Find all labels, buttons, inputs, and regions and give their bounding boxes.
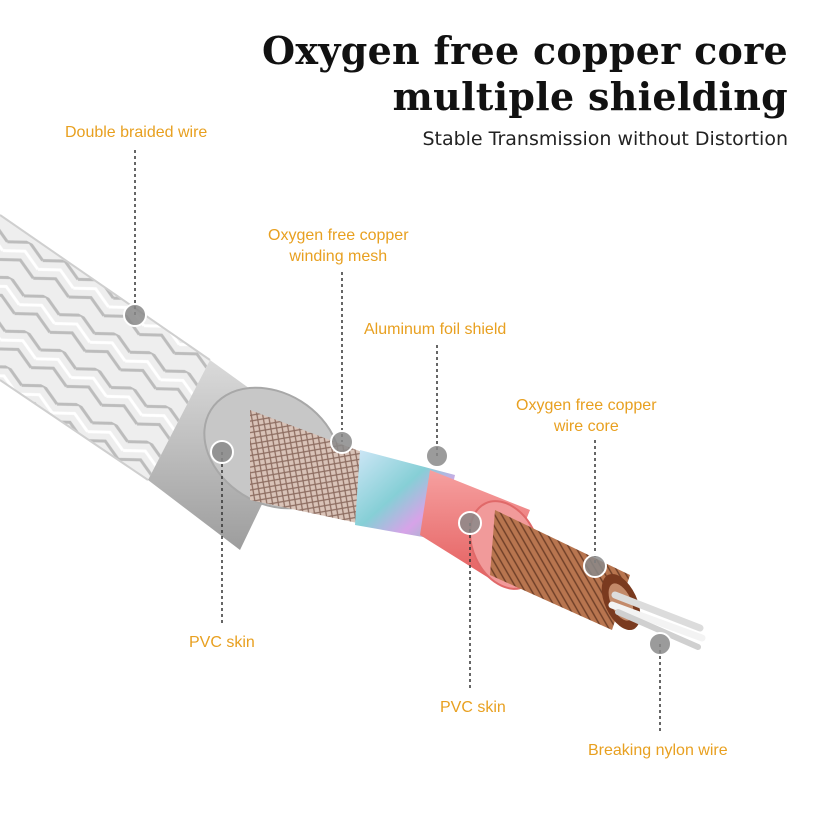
marker-dot-pvc-outer	[210, 440, 234, 464]
label-aluminum-foil-shield: Aluminum foil shield	[364, 319, 506, 340]
label-copper-winding-mesh-line-1: Oxygen free copper	[268, 227, 409, 244]
marker-dot-pvc-inner	[458, 511, 482, 535]
label-copper-wire-core-line-1: Oxygen free copper	[516, 397, 657, 414]
marker-dot-braided	[123, 303, 147, 327]
headline: Oxygen free copper core multiple shieldi…	[262, 28, 788, 120]
label-aluminum-foil-shield-text: Aluminum foil shield	[364, 321, 507, 338]
label-breaking-nylon-wire: Breaking nylon wire	[588, 740, 728, 761]
label-copper-wire-core: Oxygen free copper wire core	[516, 395, 657, 437]
label-pvc-skin-inner-text: PVC skin	[440, 699, 506, 716]
headline-line-2: multiple shielding	[392, 74, 788, 119]
label-pvc-skin-outer: PVC skin	[189, 632, 255, 653]
subtitle: Stable Transmission without Distortion	[422, 128, 788, 150]
label-copper-winding-mesh-line-2: winding mesh	[289, 248, 388, 265]
label-copper-wire-core-line-2: wire core	[553, 418, 619, 435]
marker-dot-mesh	[330, 430, 354, 454]
label-pvc-skin-inner: PVC skin	[440, 697, 506, 718]
headline-line-1: Oxygen free copper core	[261, 28, 788, 73]
nylon-filaments	[608, 591, 706, 650]
marker-dot-nylon	[648, 632, 672, 656]
braided-sheath	[0, 214, 211, 481]
label-breaking-nylon-wire-text: Breaking nylon wire	[588, 742, 728, 759]
marker-dot-core	[583, 554, 607, 578]
label-double-braided-wire-text: Double braided wire	[65, 124, 208, 141]
label-double-braided-wire: Double braided wire	[65, 122, 207, 143]
label-pvc-skin-outer-text: PVC skin	[189, 634, 255, 651]
marker-dot-foil	[425, 444, 449, 468]
label-copper-winding-mesh: Oxygen free copper winding mesh	[268, 225, 409, 267]
